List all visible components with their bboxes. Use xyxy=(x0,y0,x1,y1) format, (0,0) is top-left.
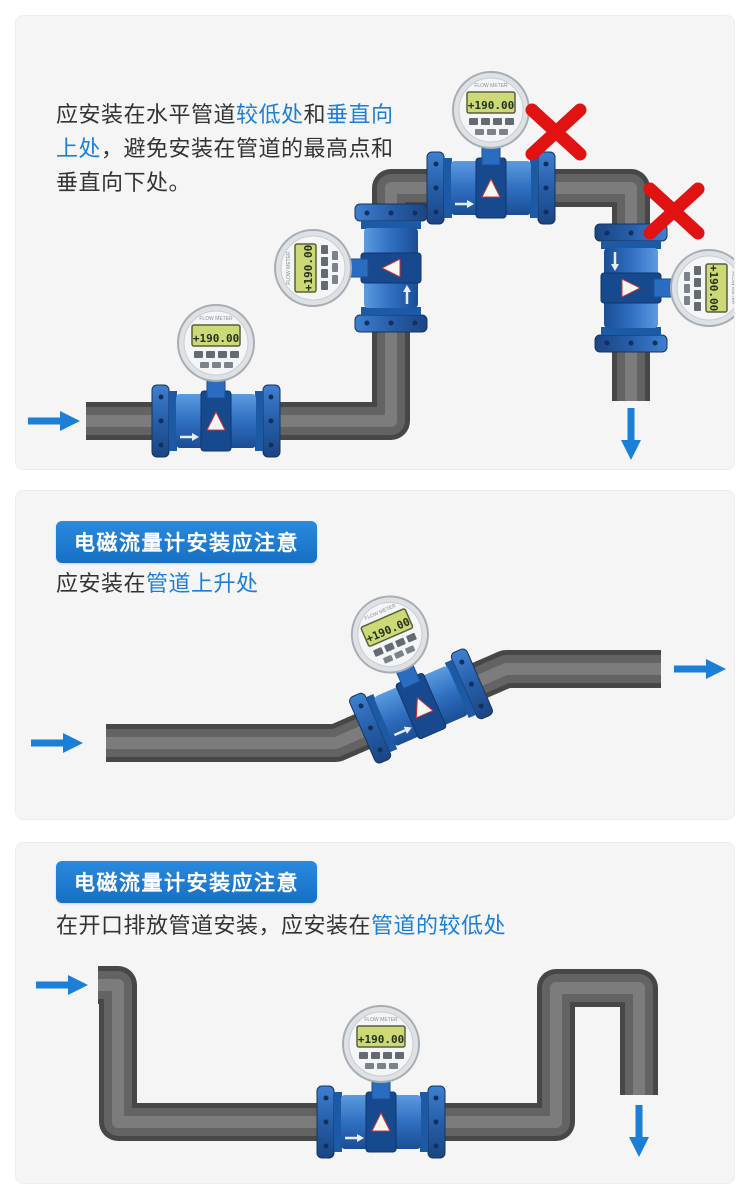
flow-meter xyxy=(315,1005,447,1160)
desc-text: ，避免安装在管道的最高点和垂直向下处。 xyxy=(56,136,394,195)
desc-text: 和 xyxy=(303,102,327,127)
section-open-discharge-install: 电磁流量计安装应注意 在开口排放管道安装，应安装在管道的较低处 xyxy=(15,842,735,1184)
section-description: 应安装在管道上升处 xyxy=(56,567,259,601)
flow-direction-arrow-icon xyxy=(31,733,83,753)
pipe-diagram-3 xyxy=(36,966,658,1160)
desc-highlight: 管道上升处 xyxy=(146,571,259,596)
flow-meter xyxy=(274,202,429,334)
wrong-install-x-icon xyxy=(532,110,580,154)
desc-highlight: 较低处 xyxy=(236,102,304,127)
section-description: 在开口排放管道安装，应安装在管道的较低处 xyxy=(56,909,506,943)
flow-meter xyxy=(150,304,282,459)
flow-direction-arrow-icon xyxy=(36,975,88,995)
desc-text: 应安装在水平管道 xyxy=(56,102,237,127)
flow-meter-head xyxy=(274,229,369,307)
section-horizontal-vertical-install: 应安装在水平管道较低处和垂直向上处，避免安装在管道的最高点和垂直向下处。 xyxy=(15,15,735,470)
notice-badge: 电磁流量计安装应注意 xyxy=(56,521,317,563)
flow-direction-arrow-icon xyxy=(629,1105,649,1157)
flow-direction-arrow-icon xyxy=(28,411,80,431)
flow-meter-head xyxy=(342,1005,420,1100)
desc-highlight: 管道的较低处 xyxy=(371,913,507,938)
desc-text: 在开口排放管道安装，应安装在 xyxy=(56,913,372,938)
pipe-diagram-2 xyxy=(31,583,726,766)
section-rising-pipe-install: 电磁流量计安装应注意 应安装在管道上升处 xyxy=(15,490,735,820)
flow-direction-arrow-icon xyxy=(674,659,726,679)
pipe-diagram-1 xyxy=(28,71,734,460)
desc-highlight: 垂直向上处 xyxy=(56,102,394,161)
notice-badge: 电磁流量计安装应注意 xyxy=(56,861,317,903)
pipe xyxy=(98,966,658,1141)
flow-meter-head xyxy=(452,71,530,166)
flow-meter xyxy=(593,222,734,354)
flow-meter-head xyxy=(177,304,255,399)
desc-text: 应安装在 xyxy=(56,571,147,596)
section-description: 应安装在水平管道较低处和垂直向上处，避免安装在管道的最高点和垂直向下处。 xyxy=(56,98,396,200)
wrong-install-x-icon xyxy=(650,189,698,233)
flow-meter-head xyxy=(653,249,734,327)
flow-direction-arrow-icon xyxy=(621,408,641,460)
